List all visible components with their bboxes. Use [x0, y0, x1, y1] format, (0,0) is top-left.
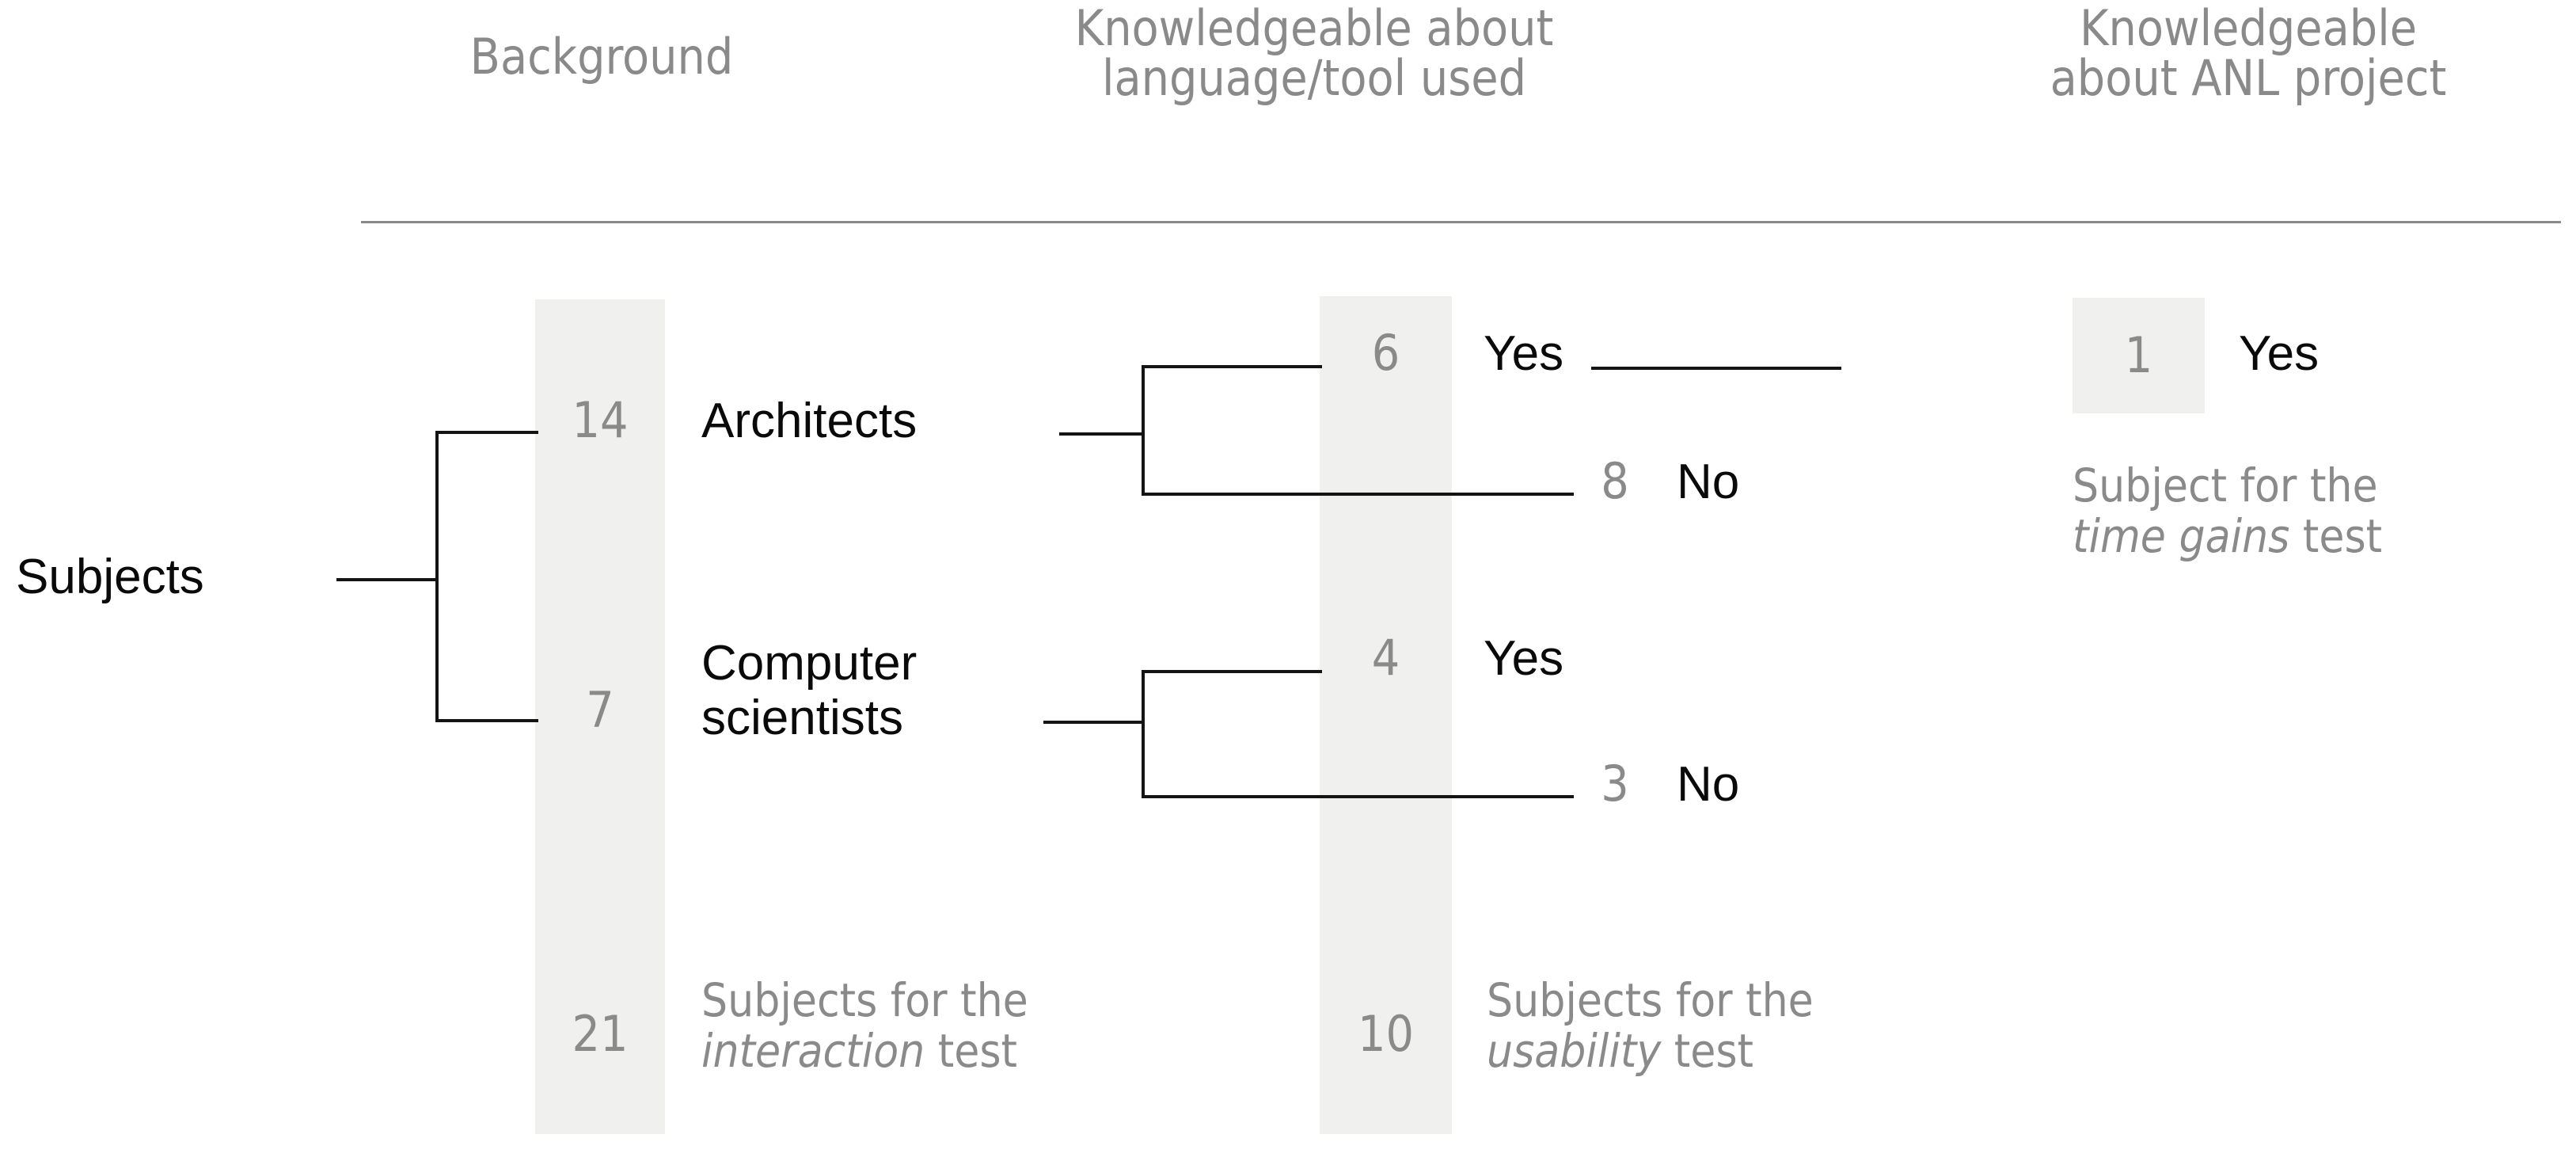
caption-interaction: Subjects for the interaction test: [701, 973, 1224, 1078]
node-subjects: Subjects: [16, 550, 204, 604]
header-divider: [361, 221, 2561, 223]
column-header-anl-project: Knowledgeable about ANL project: [2050, 0, 2447, 108]
band-anl-cell: [2073, 298, 2205, 413]
count-architects-yes: 6: [1371, 324, 1400, 382]
column-header-language-tool: Knowledgeable about language/tool used: [1074, 0, 1554, 108]
count-interaction-total: 21: [572, 1005, 629, 1063]
caption-interaction-line1: Subjects for the: [701, 973, 1028, 1027]
node-cs-yes: Yes: [1484, 631, 1564, 686]
node-architects-no: No: [1677, 455, 1740, 509]
caption-usability-tail: test: [1661, 1023, 1753, 1078]
column-header-background: Background: [469, 28, 734, 86]
caption-time-gains-emphasis: time gains: [2073, 508, 2290, 563]
caption-interaction-emphasis: interaction: [701, 1023, 925, 1078]
caption-usability-line1: Subjects for the: [1487, 973, 1814, 1027]
caption-usability-emphasis: usability: [1487, 1023, 1662, 1078]
caption-usability: Subjects for the usability test: [1487, 973, 2009, 1078]
count-usability-total: 10: [1358, 1005, 1414, 1063]
node-architects-yes: Yes: [1484, 326, 1564, 381]
band-knowledge-column: [1320, 296, 1452, 1134]
node-anl-yes: Yes: [2239, 326, 2320, 381]
caption-time-gains-tail: test: [2289, 508, 2383, 563]
count-anl-yes: 1: [2124, 326, 2153, 384]
caption-time-gains: Subject for the time gains test: [2073, 459, 2576, 563]
caption-time-gains-line1: Subject for the: [2073, 459, 2378, 512]
count-architects: 14: [572, 391, 629, 449]
node-architects: Architects: [701, 394, 918, 448]
node-cs-no: No: [1677, 757, 1740, 812]
count-architects-no: 8: [1601, 452, 1629, 510]
node-computer-scientists: Computer scientists: [701, 636, 918, 746]
count-cs-no: 3: [1601, 755, 1629, 813]
caption-interaction-tail: test: [925, 1023, 1017, 1078]
band-background-column: [535, 299, 665, 1134]
count-computer-scientists: 7: [586, 681, 614, 739]
count-cs-yes: 4: [1371, 629, 1400, 687]
